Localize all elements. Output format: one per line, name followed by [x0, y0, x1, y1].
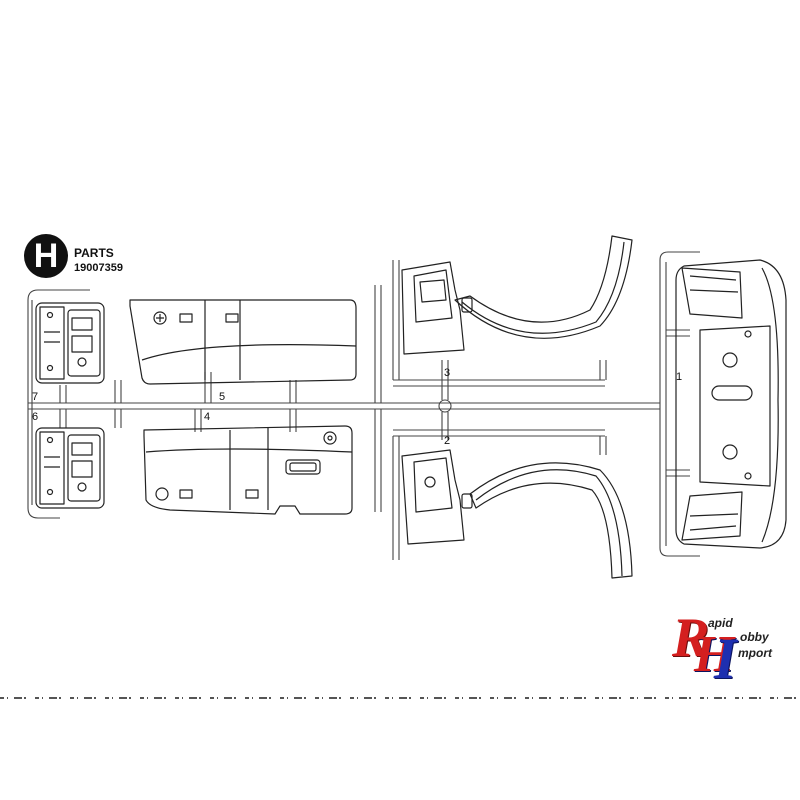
logo-word-import: mport [738, 646, 772, 660]
logo-letter-h: H [694, 626, 735, 683]
rapid-hobby-import-logo: R H I apid obby mport [668, 608, 792, 692]
parts-code: 19007359 [74, 262, 123, 274]
part-number-3: 3 [444, 367, 450, 379]
sprue-letter-badge: H [24, 234, 68, 278]
part-2-fender [401, 449, 633, 579]
part-number-6: 6 [32, 411, 38, 423]
part-number-1: 1 [676, 371, 682, 383]
sprue-runners [27, 251, 700, 560]
part-7-lamp-housing [35, 302, 105, 384]
logo-letter-i: I [714, 626, 737, 691]
part-number-5: 5 [219, 391, 225, 403]
parts-header: H PARTS 19007359 [24, 234, 164, 278]
logo-word-rapid: apid [708, 616, 733, 630]
part-labels: 1 2 3 4 5 6 7 [32, 367, 682, 447]
logo-letter-r: R [672, 607, 710, 669]
part-6-lamp-housing [35, 427, 105, 509]
part-number-4: 4 [204, 411, 210, 423]
logo-word-hobby: obby [740, 630, 769, 644]
parts-title: PARTS [74, 246, 114, 260]
part-number-2: 2 [444, 435, 450, 447]
part-1-rear-panel [675, 259, 787, 549]
part-5-side-panel [129, 299, 357, 385]
part-3-fender [401, 235, 633, 355]
dashed-strip [0, 697, 800, 699]
part-number-7: 7 [32, 391, 38, 403]
part-4-side-panel [143, 425, 353, 515]
